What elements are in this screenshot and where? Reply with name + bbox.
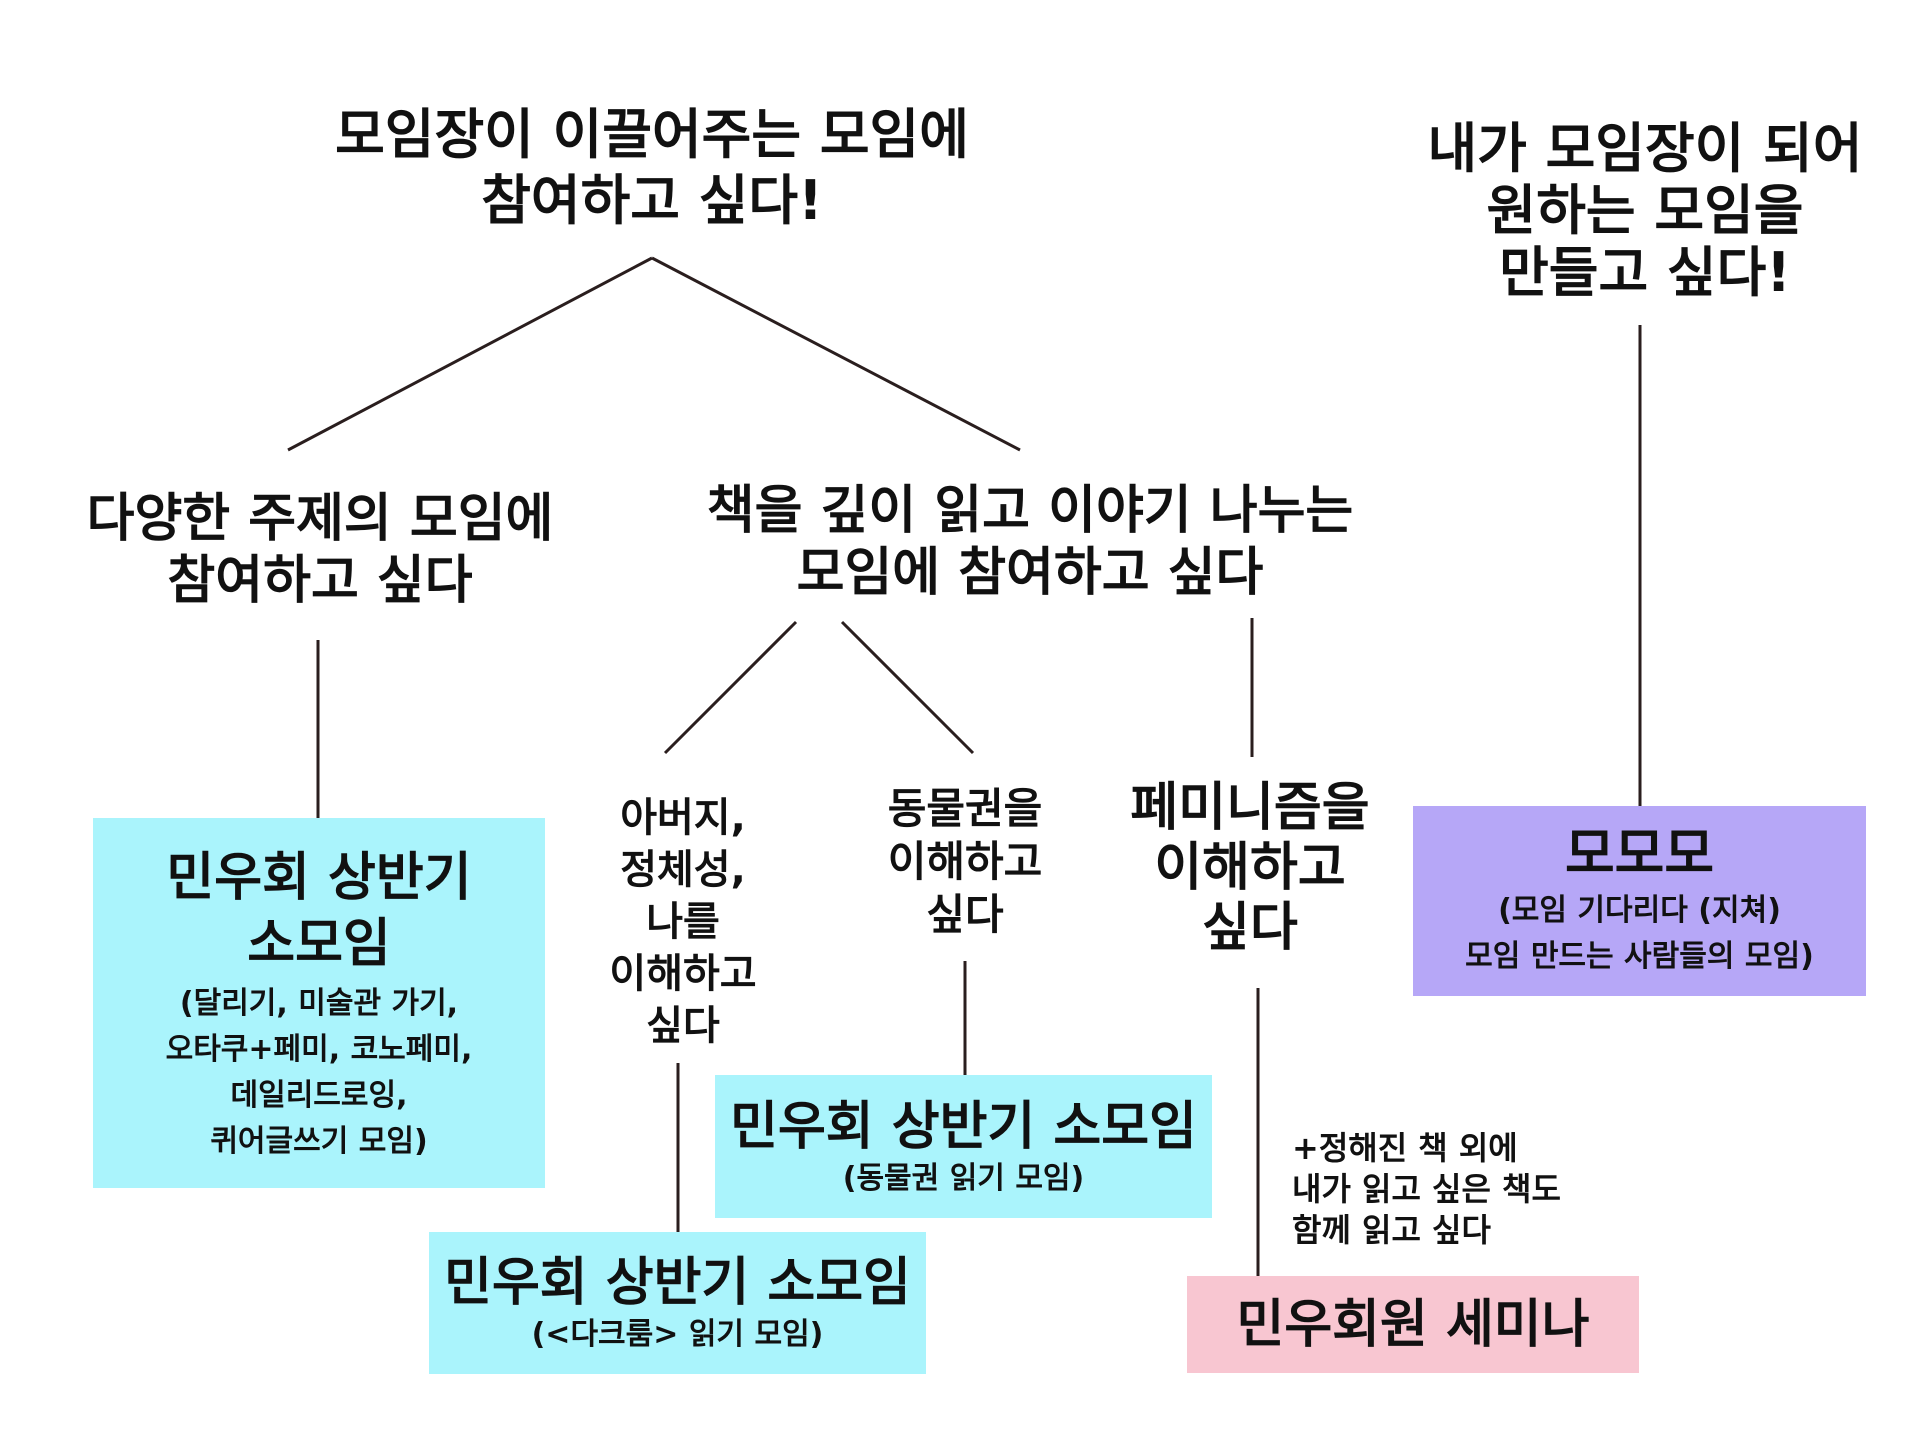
note-extra-books: +정해진 책 외에 내가 읽고 싶은 책도 함께 읽고 싶다 bbox=[1292, 1129, 1561, 1249]
box-title: 모모모 bbox=[1564, 822, 1715, 885]
node-deep-reading: 책을 깊이 읽고 이야기 나누는 모임에 참여하고 싶다 bbox=[706, 481, 1354, 603]
link-deep-to-father bbox=[663, 620, 798, 755]
box-small-group-darkroom: 민우회 상반기 소모임 (<다크룸> 읽기 모임) bbox=[429, 1232, 926, 1374]
box-subtitle: (달리기, 미술관 가기, 오타쿠+페미, 코노페미, 데일리드로잉, 퀴어글쓰… bbox=[165, 986, 473, 1159]
node-father-identity: 아버지, 정체성, 나를 이해하고 싶다 bbox=[609, 795, 757, 1049]
box-title: 민우회 상반기 소모임 bbox=[166, 848, 472, 974]
box-momomo: 모모모 (모임 기다리다 (지쳐) 모임 만드는 사람들의 모임) bbox=[1413, 806, 1866, 996]
box-small-group-various: 민우회 상반기 소모임 (달리기, 미술관 가기, 오타쿠+페미, 코노페미, … bbox=[93, 818, 545, 1188]
box-seminar: 민우회원 세미나 bbox=[1187, 1276, 1639, 1373]
box-title: 민우회 상반기 소모임 bbox=[730, 1096, 1197, 1157]
node-various-topics: 다양한 주제의 모임에 참여하고 싶다 bbox=[86, 489, 554, 611]
node-feminism: 페미니즘을 이해하고 싶다 bbox=[1130, 778, 1370, 958]
box-title: 민우회 상반기 소모임 bbox=[444, 1253, 911, 1313]
link-deep-to-animal bbox=[840, 620, 975, 755]
node-animal-rights: 동물권을 이해하고 싶다 bbox=[887, 784, 1043, 939]
box-subtitle: (모임 기다리다 (지쳐) 모임 만드는 사람들의 모임) bbox=[1465, 893, 1814, 974]
box-subtitle: (<다크룸> 읽기 모임) bbox=[531, 1317, 824, 1352]
link-root-to-various bbox=[287, 256, 653, 452]
root-node-become-host: 내가 모임장이 되어 원하는 모임을 만들고 싶다! bbox=[1427, 117, 1863, 304]
box-title: 민우회원 세미나 bbox=[1236, 1294, 1590, 1355]
link-root-to-deep-reading bbox=[651, 256, 1021, 452]
box-subtitle: (동물권 읽기 모임) bbox=[842, 1160, 1085, 1196]
box-small-group-animal: 민우회 상반기 소모임 (동물권 읽기 모임) bbox=[715, 1075, 1212, 1218]
root-node-led-by-host: 모임장이 이끌어주는 모임에 참여하고 싶다! bbox=[335, 103, 969, 232]
